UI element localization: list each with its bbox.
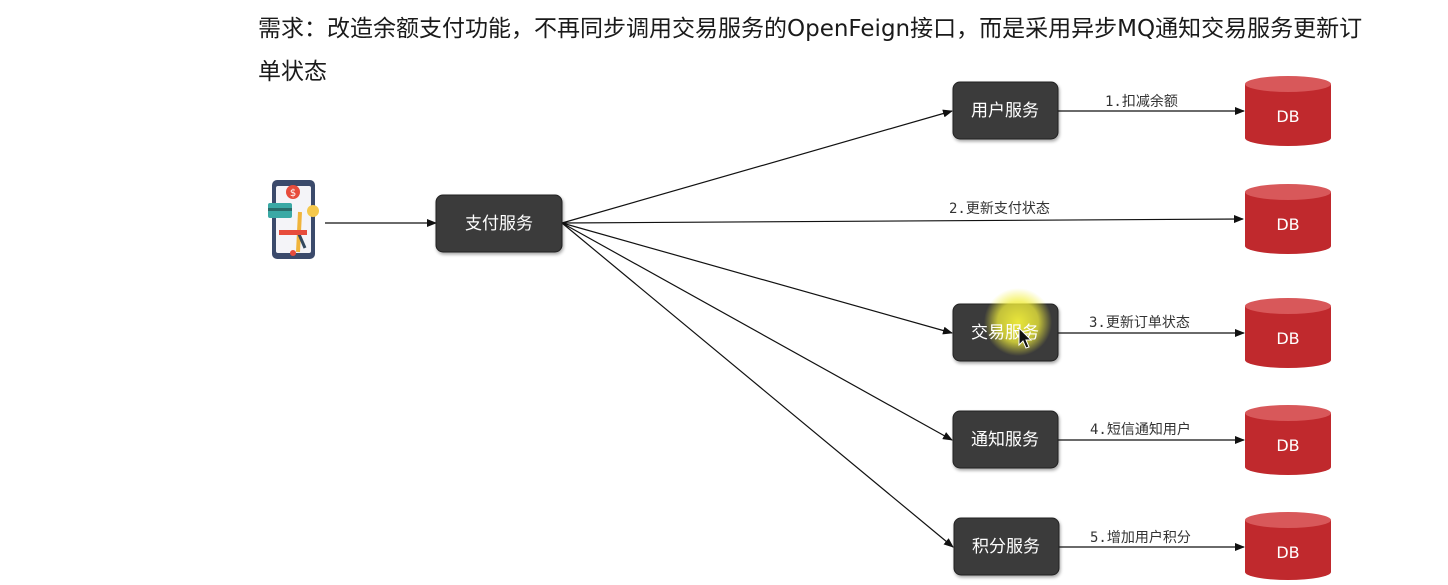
- node-user-service[interactable]: 用户服务: [952, 81, 1059, 140]
- edge-label-4: 4.短信通知用户: [1090, 421, 1191, 438]
- db-cylinder-3: DB: [1245, 298, 1331, 368]
- edge-pay-to-notify: [561, 222, 953, 441]
- db-cylinder-1: DB: [1245, 76, 1331, 146]
- node-trade-service[interactable]: 交易服务: [952, 288, 1059, 362]
- edge-pay-to-points: [561, 222, 954, 548]
- edge-pay-to-trade: [561, 222, 953, 335]
- db-label-3: DB: [1276, 329, 1299, 348]
- node-pay-service[interactable]: 支付服务: [435, 194, 563, 253]
- db-cylinder-4: DB: [1245, 405, 1331, 475]
- db-label-1: DB: [1276, 107, 1299, 126]
- node-notify-service[interactable]: 通知服务: [952, 410, 1059, 469]
- node-notify-label: 通知服务: [971, 430, 1039, 450]
- svg-text:$: $: [290, 188, 296, 199]
- edge-label-5: 5.增加用户积分: [1090, 529, 1191, 546]
- requirement-text: 需求：改造余额支付功能，不再同步调用交易服务的OpenFeign接口，而是采用异…: [258, 16, 1363, 85]
- edge-label-2: 2.更新支付状态: [949, 201, 1050, 217]
- edge-pay-to-user: [561, 109, 953, 224]
- edge-label-1: 1.扣减余额: [1105, 93, 1178, 110]
- edge-label-3: 3.更新订单状态: [1089, 315, 1190, 331]
- db-label-5: DB: [1276, 543, 1299, 562]
- node-points-service[interactable]: 积分服务: [953, 517, 1060, 576]
- mouse-pointer-icon: [1018, 326, 1033, 349]
- node-points-label: 积分服务: [972, 537, 1040, 557]
- cursor-highlight: [984, 288, 1052, 356]
- db-label-4: DB: [1276, 436, 1299, 455]
- edge-pay-to-db2: [561, 215, 1244, 224]
- db-label-2: DB: [1276, 215, 1299, 234]
- node-pay-label: 支付服务: [465, 214, 533, 234]
- db-cylinder-5: DB: [1245, 512, 1331, 580]
- node-user-label: 用户服务: [971, 101, 1039, 121]
- db-cylinder-2: DB: [1245, 184, 1331, 254]
- mobile-payment-icon: $: [268, 180, 319, 259]
